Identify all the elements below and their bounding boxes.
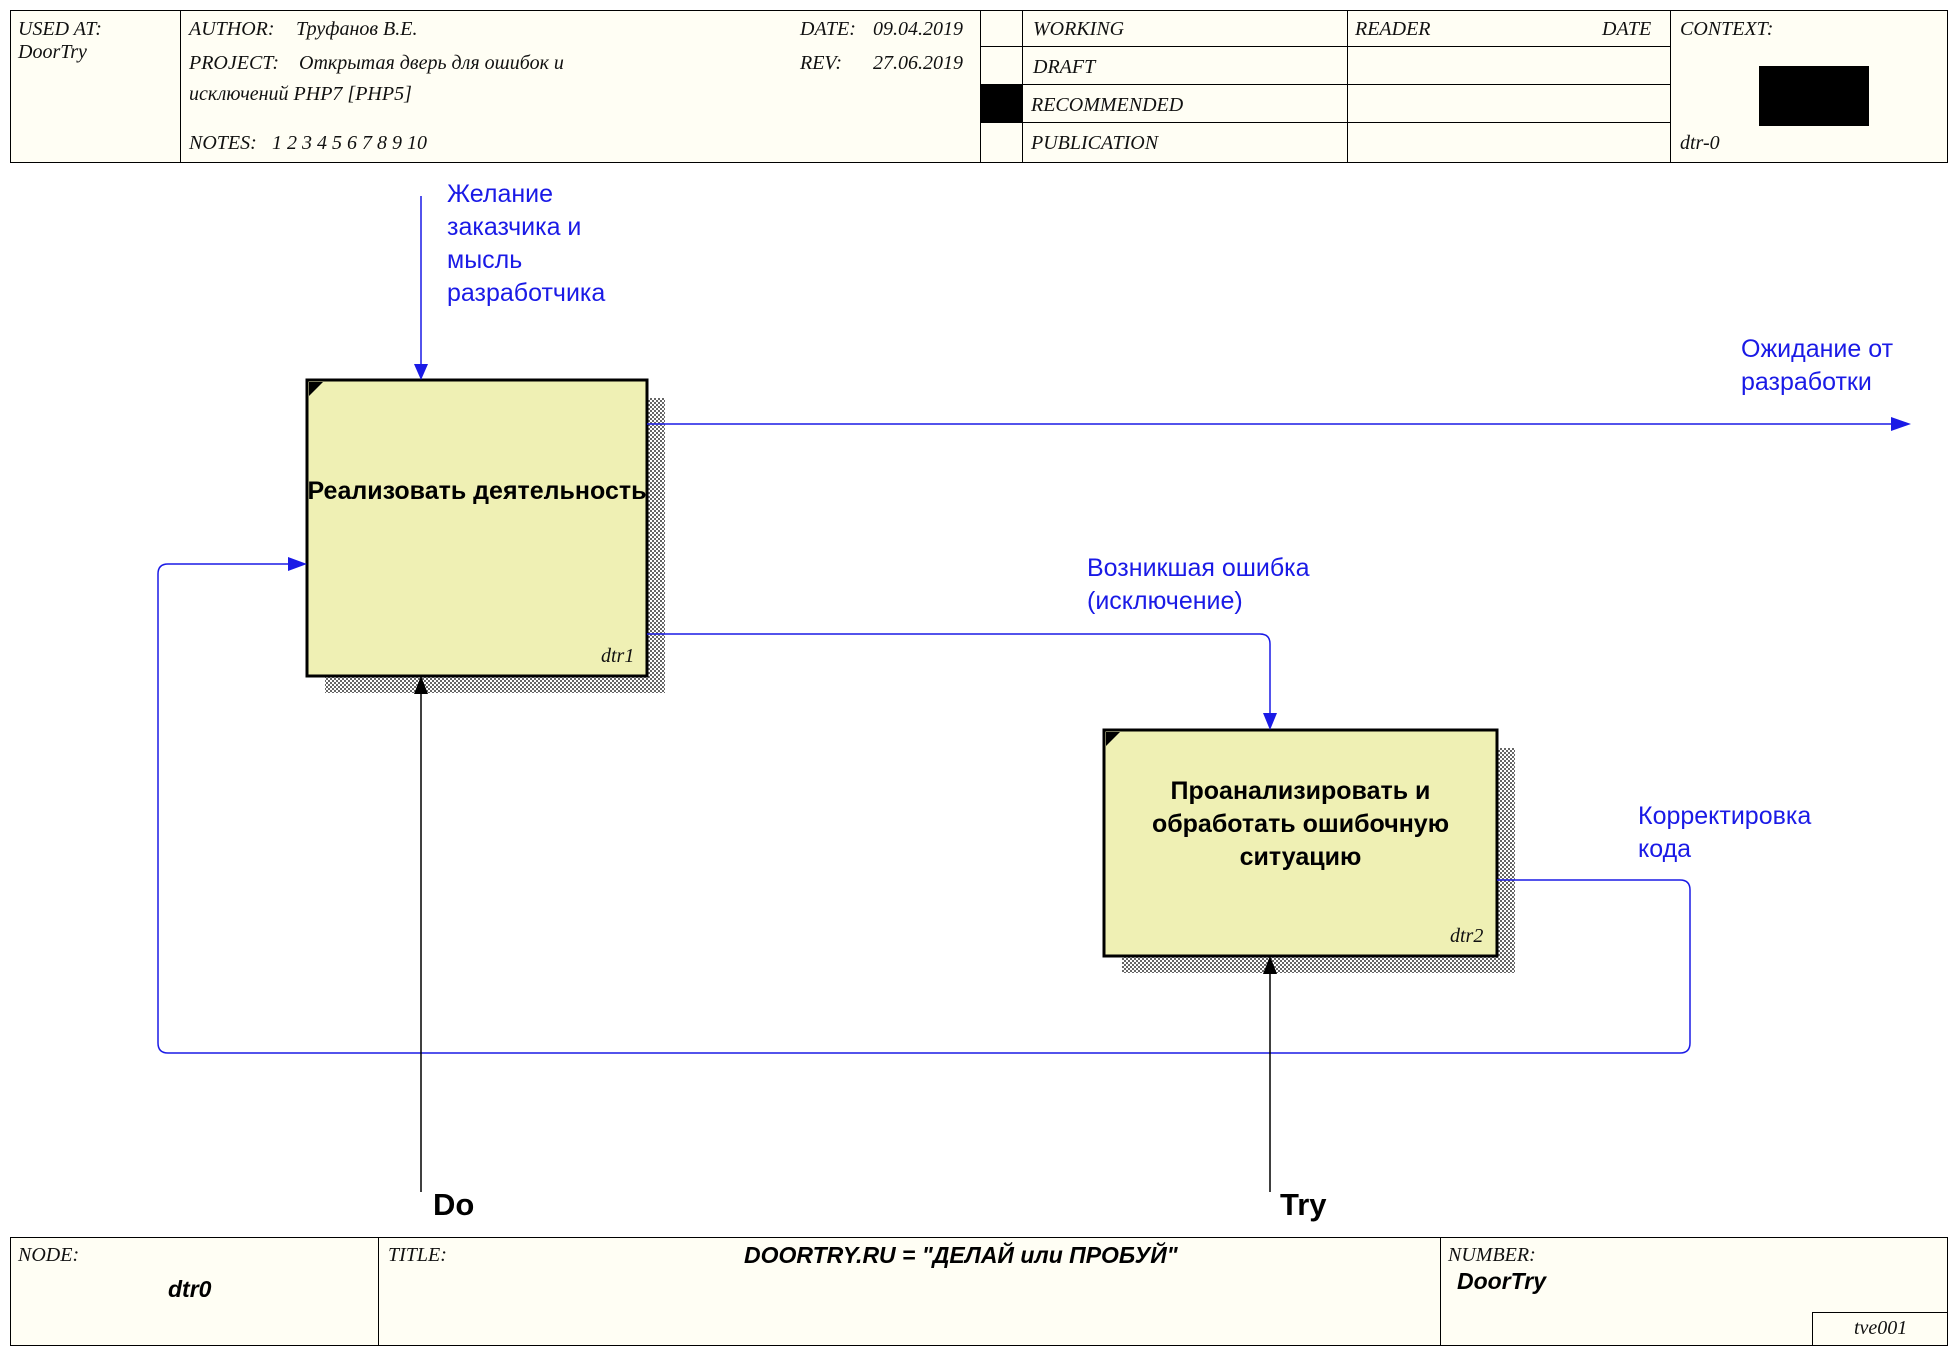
node-value: dtr0 [168,1276,212,1302]
box-ref-dtr2: dtr2 [1450,925,1484,947]
header-divider [1670,10,1671,162]
author-value: Труфанов В.Е. [296,18,418,40]
activity-box-dtr1[interactable] [305,378,649,678]
notes-label: NOTES: [189,132,257,154]
status-draft: DRAFT [1033,56,1096,78]
arrowhead [1263,956,1277,974]
label-line: Корректировка [1638,802,1812,830]
box-label-dtr1: Реализовать деятельность [307,477,647,505]
label-mechanism-try: Try [1280,1187,1327,1222]
label-line: разработчика [447,279,606,307]
header-divider [1022,10,1023,162]
author-label: AUTHOR: [189,18,275,40]
notes-values: 1 2 3 4 5 6 7 8 9 10 [272,132,427,154]
label-line: разработки [1741,368,1872,396]
error-arrow-line [647,633,1271,716]
arrowhead [1891,417,1911,431]
label-line: (исключение) [1087,587,1243,615]
context-label: CONTEXT: [1680,18,1774,40]
context-value: dtr-0 [1680,132,1720,154]
number-value: DoorTry [1457,1268,1547,1294]
reader-date-label: DATE [1602,18,1652,40]
arrowhead [288,557,307,571]
date-label: DATE: [800,18,856,40]
page-code: tve001 [1854,1317,1908,1339]
header-row-line [980,84,1670,85]
used-at-value: DoorTry [18,41,87,63]
label-correction: Корректировка кода [1638,800,1811,866]
label-line: заказчика и [447,213,582,241]
box-corner-mark [1106,732,1120,746]
arrowhead [414,364,428,380]
label-line: Возникшая ошибка [1087,554,1310,582]
footer-divider [1440,1238,1441,1346]
diagram-area [10,162,1948,1238]
header-divider [180,10,181,162]
project-value-line2: исключений PHP7 [PHP5] [189,83,412,105]
node-label: NODE: [18,1244,80,1266]
label-mechanism-do: Do [433,1187,475,1222]
status-selected-mark [981,85,1022,122]
label-input: Желание заказчика и мысль разработчика [447,178,605,310]
label-line: мысль [447,246,523,274]
header-divider [1347,10,1348,162]
box-corner-mark [309,382,323,396]
project-value-line1: Открытая дверь для ошибок и [299,52,564,74]
footer-divider [378,1238,379,1346]
reader-label: READER [1355,18,1431,40]
title-value: DOORTRY.RU = "ДЕЛАЙ или ПРОБУЙ" [744,1242,1178,1268]
arrowhead [414,676,428,694]
page-code-box [1812,1312,1948,1346]
status-recommended: RECOMMENDED [1031,94,1184,116]
arrowhead [1263,713,1277,730]
label-line: кода [1638,835,1692,863]
box-ref-dtr1: dtr1 [601,645,635,667]
number-label: NUMBER: [1448,1244,1536,1266]
status-publication: PUBLICATION [1031,132,1159,154]
rev-value: 27.06.2019 [873,52,963,74]
label-output: Ожидание от разработки [1741,333,1893,399]
project-label: PROJECT: [189,52,279,74]
correction-arrow-line [157,563,1691,1054]
label-error: Возникшая ошибка (исключение) [1087,552,1310,618]
box-label-dtr2: Проанализировать и обработать ошибочную … [1151,777,1450,871]
title-label: TITLE: [388,1244,447,1266]
label-line: Ожидание от [1741,335,1894,363]
label-line: Желание [447,180,554,208]
header-divider [980,10,981,162]
used-at-label: USED AT: [18,18,102,40]
context-thumbnail [1759,66,1869,126]
activity-box-dtr2[interactable] [1102,728,1499,958]
header-row-line [980,122,1670,123]
status-working: WORKING [1033,18,1125,40]
date-value: 09.04.2019 [873,18,963,40]
header-row-line [980,46,1670,47]
rev-label: REV: [800,52,843,74]
